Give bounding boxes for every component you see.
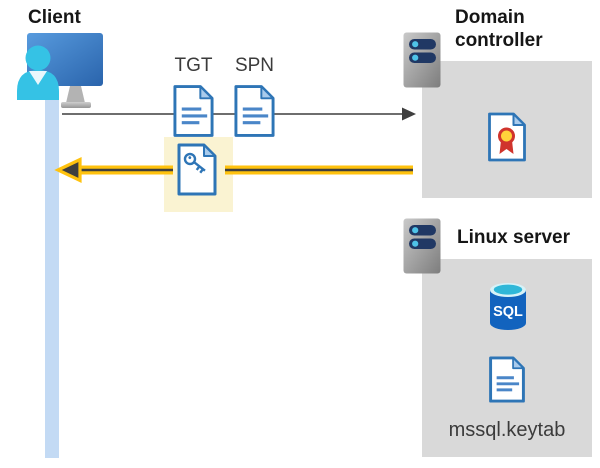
user-workstation-icon [17,33,103,108]
keytab-document-icon [489,356,525,403]
spn-document-icon [234,85,275,137]
domain-controller-server-icon [403,32,441,88]
linux-server-label: Linux server [457,227,570,248]
sql-database-icon: SQL [490,283,526,330]
response-arrow [54,156,413,184]
certificate-icon [488,112,526,162]
linux-server-icon [403,218,441,274]
user-icon [17,45,59,100]
domain-controller-label: Domain controller [455,7,543,51]
sql-label: SQL [493,304,523,320]
keytab-label: mssql.keytab [448,419,566,441]
tgt-label: TGT [174,55,213,76]
client-timeline-bar [45,100,59,458]
tgt-document-icon [173,85,214,137]
client-label: Client [28,7,81,28]
spn-label: SPN [234,55,275,76]
key-glyph [183,152,206,174]
key-document-icon [177,143,217,196]
